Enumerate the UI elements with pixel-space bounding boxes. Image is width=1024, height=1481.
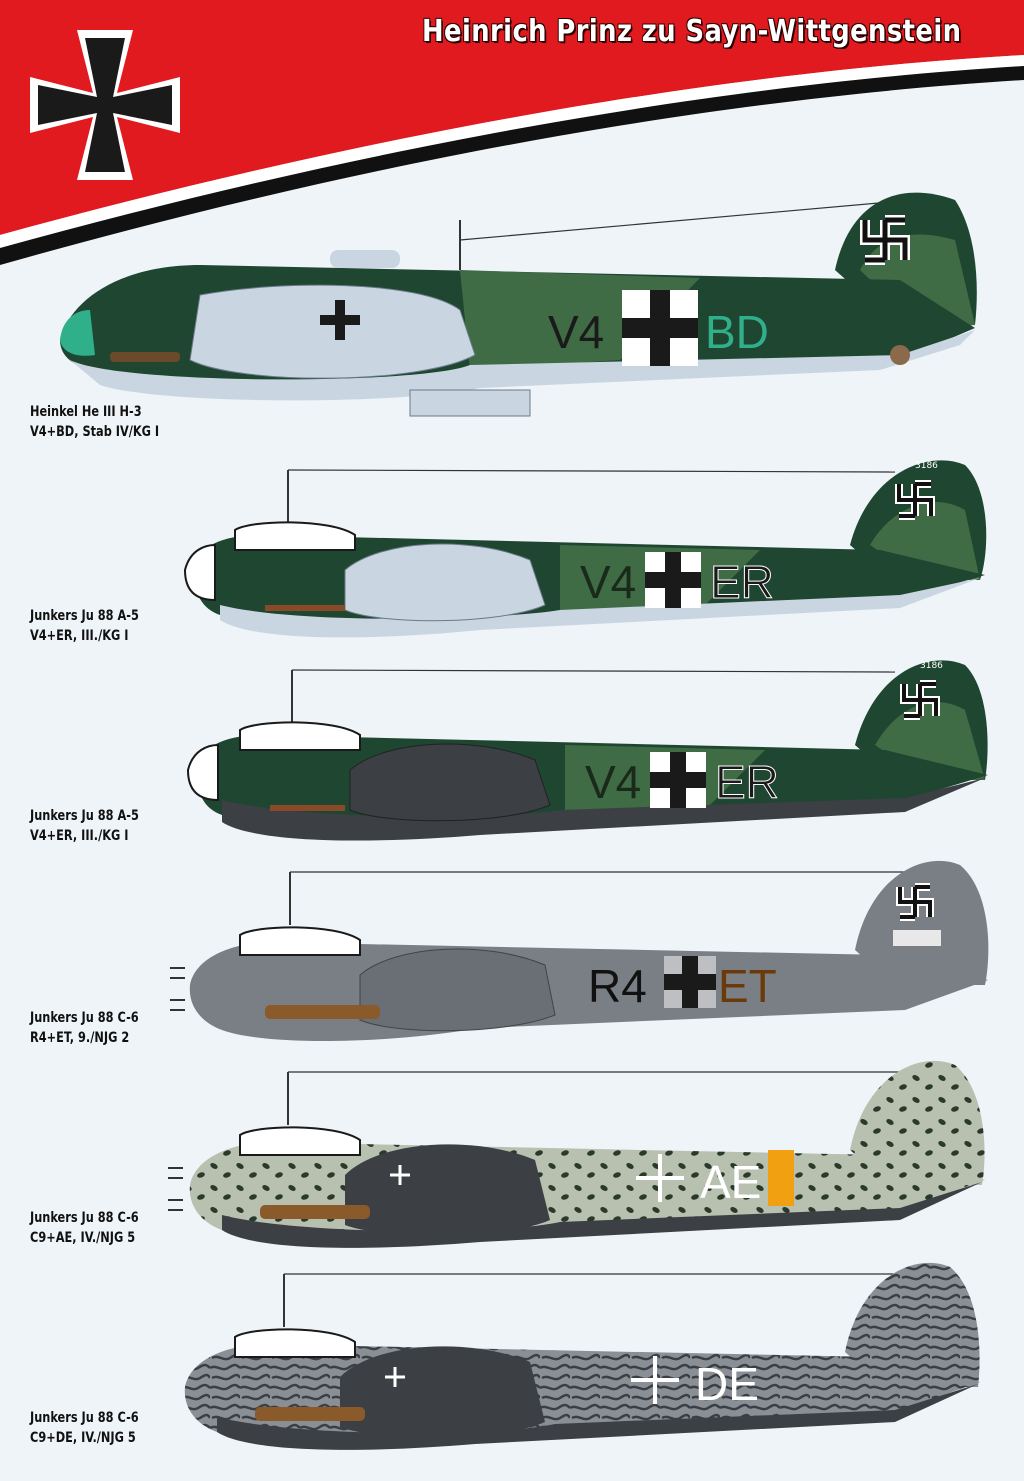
caption-type: Junkers Ju 88 C-6 (30, 1010, 139, 1026)
caption-type: Junkers Ju 88 C-6 (30, 1410, 139, 1426)
tail-number: 3186 (920, 661, 943, 671)
caption-type: Heinkel He III H-3 (30, 404, 142, 420)
code-right: DE (695, 1358, 759, 1410)
caption-4: Junkers Ju 88 C-6 R4+ET, 9./NJG 2 (30, 1008, 139, 1048)
ju88-a5-light-profile: 3186 V4 ER (183, 460, 987, 638)
caption-5: Junkers Ju 88 C-6 C9+AE, IV./NJG 5 (30, 1208, 139, 1248)
balkenkreuz-icon (622, 290, 698, 366)
caption-unit: V4+ER, III./KG I (30, 628, 129, 644)
code-left: R4 (588, 960, 647, 1012)
caption-2: Junkers Ju 88 A-5 V4+ER, III./KG I (30, 606, 139, 646)
code-right: ET (718, 960, 777, 1012)
swastika-icon (860, 215, 910, 265)
swastika-icon (900, 680, 940, 720)
caption-6: Junkers Ju 88 C-6 C9+DE, IV./NJG 5 (30, 1408, 139, 1448)
he111-profile: V4 BD (60, 192, 977, 417)
caption-1: Heinkel He III H-3 V4+BD, Stab IV/KG I (30, 402, 159, 442)
tail-number: 3186 (915, 461, 938, 471)
caption-unit: C9+DE, IV./NJG 5 (30, 1430, 136, 1446)
code-right: ER (715, 756, 779, 808)
ju88-c6-grey-profile: R4 ET (170, 860, 989, 1042)
caption-unit: V4+BD, Stab IV/KG I (30, 424, 160, 440)
caption-type: Junkers Ju 88 A-5 (30, 808, 139, 824)
fuselage-cross-icon (320, 300, 360, 340)
code-right: ER (710, 556, 774, 608)
ju88-c6-mottle-profile: AE (168, 1060, 985, 1248)
code-left: V4 (580, 556, 636, 608)
caption-3: Junkers Ju 88 A-5 V4+ER, III./KG I (30, 806, 139, 846)
code-right: BD (705, 306, 769, 358)
swastika-icon (896, 883, 934, 921)
caption-unit: V4+ER, III./KG I (30, 828, 129, 844)
ju88-c6-scribble-profile: DE (184, 1262, 980, 1450)
swastika-icon (895, 480, 935, 520)
code-left: V4 (548, 306, 604, 358)
code-right: AE (700, 1156, 761, 1208)
caption-type: Junkers Ju 88 C-6 (30, 1210, 139, 1226)
caption-unit: R4+ET, 9./NJG 2 (30, 1030, 130, 1046)
header-banner (0, 0, 1024, 265)
iron-cross-icon (30, 30, 180, 180)
page-title: Heinrich Prinz zu Sayn-Wittgenstein (422, 14, 962, 49)
caption-type: Junkers Ju 88 A-5 (30, 608, 139, 624)
code-left: V4 (585, 756, 641, 808)
caption-unit: C9+AE, IV./NJG 5 (30, 1230, 136, 1246)
ju88-a5-dark-profile: 3186 V4 ER (186, 660, 989, 841)
